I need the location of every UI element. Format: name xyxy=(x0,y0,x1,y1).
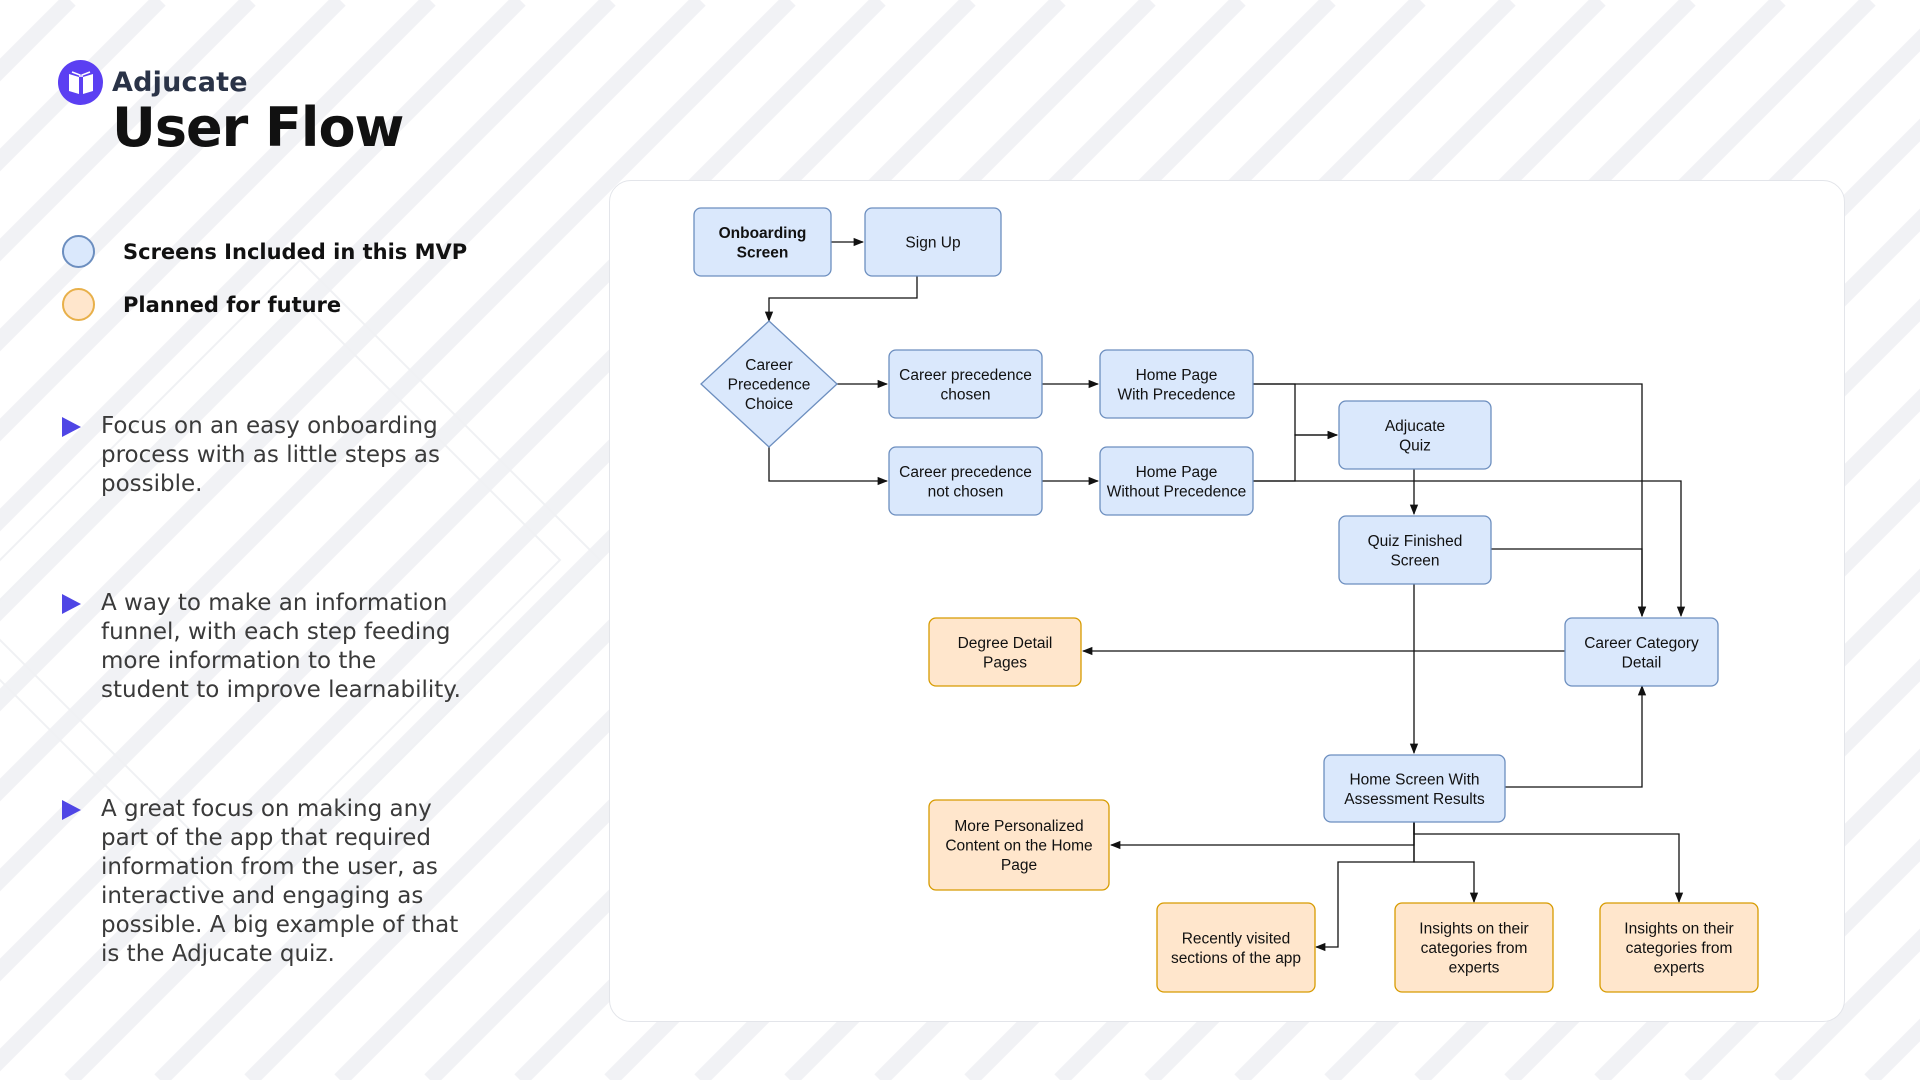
node-shape xyxy=(888,446,1043,516)
flow-node-precedence-not-chosen: Career precedence not chosen xyxy=(888,446,1043,516)
legend-label: Screens Included in this MVP xyxy=(123,239,468,264)
diagram-panel xyxy=(609,180,1845,1022)
node-label: not chosen xyxy=(928,483,1004,500)
node-label: Home Page xyxy=(1136,464,1218,481)
orange-circle-icon xyxy=(62,288,95,321)
edge-finished-category xyxy=(1491,548,1647,618)
node-shape xyxy=(1599,902,1759,993)
node-label: Content on the Home xyxy=(945,838,1092,855)
node-shape xyxy=(864,207,1002,277)
edge-choice-notchosen xyxy=(768,447,889,486)
legend-item-future: Planned for future xyxy=(62,288,341,321)
node-shape xyxy=(1338,400,1492,470)
flow-node-recently-visited: Recently visited sections of the app xyxy=(1156,902,1316,993)
node-label: Recently visited xyxy=(1182,930,1291,947)
bullet-point: Focus on an easy onboarding process with… xyxy=(62,412,462,499)
node-label: Career xyxy=(745,357,792,374)
node-shape xyxy=(700,320,838,448)
edge-homewithout-quiz xyxy=(1253,430,1339,482)
blue-circle-icon xyxy=(62,235,95,268)
node-shape xyxy=(888,349,1043,419)
triangle-bullet-icon xyxy=(62,417,81,437)
node-shape xyxy=(1099,349,1254,419)
edge-homewithout-category xyxy=(1253,480,1686,618)
node-label: Quiz Finished xyxy=(1368,533,1463,550)
node-label: sections of the app xyxy=(1171,950,1301,967)
bullet-text: Focus on an easy onboarding process with… xyxy=(101,413,440,497)
node-label: categories from xyxy=(1421,940,1528,957)
node-label: Detail xyxy=(1622,654,1662,671)
node-shape xyxy=(928,799,1110,891)
flow-node-precedence-chosen: Career precedence chosen xyxy=(888,349,1043,419)
node-shape xyxy=(1323,754,1506,823)
node-label: chosen xyxy=(941,386,991,403)
node-label: Home Page xyxy=(1136,367,1218,384)
node-label: Pages xyxy=(983,654,1027,671)
node-label: Career precedence xyxy=(899,367,1032,384)
edge-homeresults-insights2 xyxy=(1413,822,1684,904)
node-label: Choice xyxy=(745,396,793,413)
node-shape xyxy=(1099,446,1254,516)
node-label: experts xyxy=(1449,960,1500,977)
edge-homewith-category xyxy=(1253,383,1647,618)
brand-name: Adjucate xyxy=(112,67,248,98)
bullet-text: A way to make an information funnel, wit… xyxy=(101,590,461,703)
node-label: categories from xyxy=(1626,940,1733,957)
node-shape xyxy=(1394,902,1554,993)
node-label: Insights on their xyxy=(1419,921,1528,938)
node-label: Without Precedence xyxy=(1107,483,1247,500)
node-label: Page xyxy=(1001,857,1037,874)
brand: Adjucate xyxy=(58,60,248,105)
node-label: Career Category xyxy=(1584,635,1699,652)
node-label: Adjucate xyxy=(1385,418,1445,435)
edge-homeresults-personalized xyxy=(1109,822,1415,850)
legend-label: Planned for future xyxy=(123,292,342,317)
legend-item-mvp: Screens Included in this MVP xyxy=(62,235,467,268)
node-label: Screen xyxy=(1390,552,1439,569)
edge-signup-choice xyxy=(764,276,918,323)
node-label: Degree Detail xyxy=(958,635,1053,652)
node-shape xyxy=(1564,617,1719,687)
node-label: With Precedence xyxy=(1117,386,1235,403)
node-label: More Personalized xyxy=(954,818,1083,835)
bullet-point: A great focus on making any part of the … xyxy=(62,795,462,969)
flow-node-signup: Sign Up xyxy=(864,207,1002,277)
node-shape xyxy=(693,207,832,277)
node-label: experts xyxy=(1654,960,1705,977)
node-label: Screen xyxy=(737,244,789,261)
edge-homeresults-category xyxy=(1505,684,1647,788)
book-logo-icon xyxy=(58,60,103,105)
node-label: Onboarding xyxy=(719,225,807,242)
node-label: Home Screen With xyxy=(1349,771,1479,788)
node-shape xyxy=(1338,515,1492,585)
node-label: Precedence xyxy=(728,377,811,394)
triangle-bullet-icon xyxy=(62,800,81,820)
node-shape xyxy=(928,617,1082,687)
triangle-bullet-icon xyxy=(62,594,81,614)
node-label: Assessment Results xyxy=(1344,791,1485,808)
page-title: User Flow xyxy=(112,96,404,159)
flow-node-insights-2: Insights on their categories from experts xyxy=(1599,902,1759,993)
flow-node-insights-1: Insights on their categories from experts xyxy=(1394,902,1554,993)
node-shape xyxy=(1156,902,1316,993)
edge-homeresults-insights1 xyxy=(1413,822,1479,904)
node-label: Career precedence xyxy=(899,464,1032,481)
bullet-point: A way to make an information funnel, wit… xyxy=(62,589,462,705)
bullet-text: A great focus on making any part of the … xyxy=(101,796,459,967)
node-label: Insights on their xyxy=(1624,921,1733,938)
node-label: Sign Up xyxy=(905,235,960,252)
node-label: Quiz xyxy=(1399,437,1431,454)
edge-homewith-quiz xyxy=(1253,383,1339,440)
